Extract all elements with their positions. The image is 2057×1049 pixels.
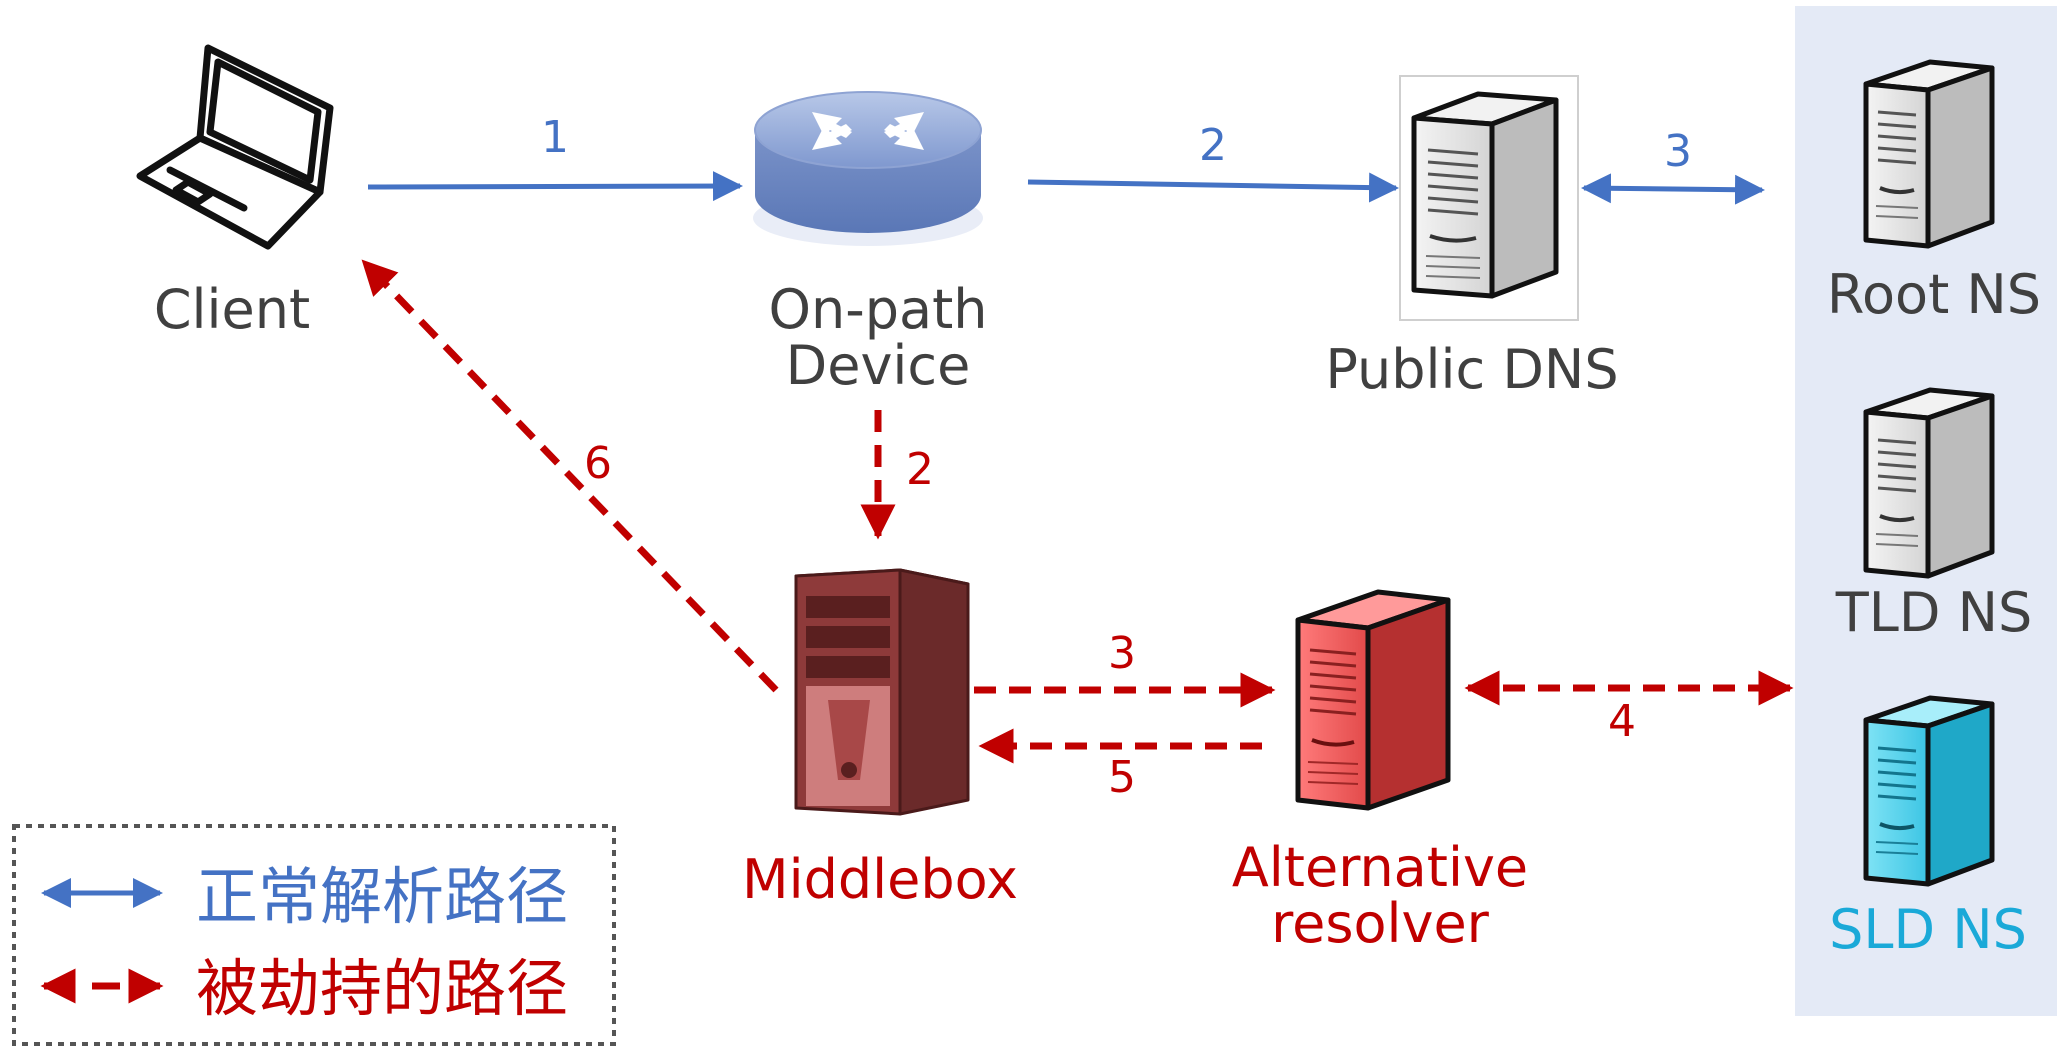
hijack-step-4: 4 (1608, 696, 1636, 747)
router-icon (753, 91, 983, 246)
legend-normal-label: 正常解析路径 (196, 860, 568, 933)
normal-arrow-1 (367, 171, 743, 202)
normal-arrow-2 (1027, 172, 1399, 203)
sld-ns-server-icon (1863, 695, 1995, 887)
sld-ns-label: SLD NS (1829, 898, 2027, 961)
root-ns-server-icon (1863, 59, 1995, 249)
middlebox-server-icon (794, 568, 970, 816)
root-ns-label: Root NS (1827, 263, 2041, 326)
hijack-step-6: 6 (584, 438, 612, 489)
tld-ns-label: TLD NS (1835, 581, 2033, 644)
hijack-step-5: 5 (1108, 752, 1136, 803)
hijack-arrow-6 (361, 259, 779, 693)
normal-step-2: 2 (1199, 120, 1227, 171)
tld-ns-server-icon (1863, 387, 1995, 579)
normal-arrow-3 (1581, 173, 1765, 205)
laptop-icon (136, 44, 334, 250)
alternative-resolver-server-icon (1295, 589, 1451, 811)
onpath-label-line1: On-path (769, 278, 988, 341)
onpath-label-line2: Device (786, 334, 971, 397)
normal-step-3: 3 (1664, 126, 1692, 177)
middlebox-label: Middlebox (742, 848, 1018, 911)
legend: 正常解析路径 被劫持的路径 (12, 824, 616, 1046)
normal-step-1: 1 (541, 112, 569, 163)
hijack-step-3: 3 (1108, 628, 1136, 679)
client-label: Client (154, 278, 310, 341)
legend-hijack-label: 被劫持的路径 (196, 952, 568, 1025)
alternative-resolver-label-line2: resolver (1271, 892, 1490, 955)
hijack-step-2: 2 (906, 444, 934, 495)
public-dns-server-icon (1399, 75, 1579, 321)
legend-frame (12, 824, 616, 1046)
alternative-resolver-label-line1: Alternative (1232, 836, 1528, 899)
public-dns-label: Public DNS (1325, 338, 1618, 401)
